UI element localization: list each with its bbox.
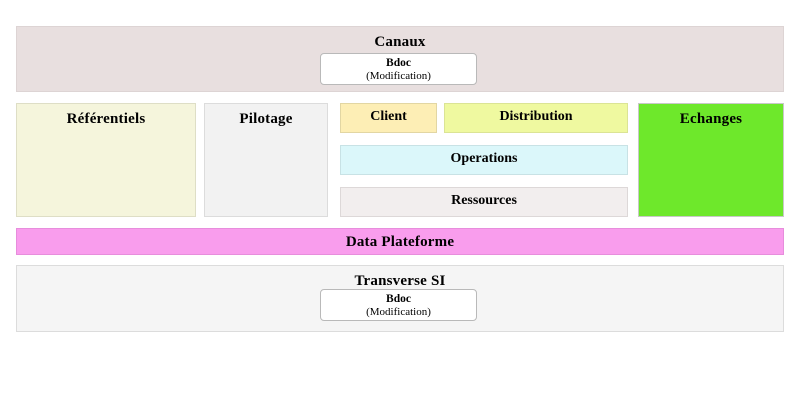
layer-referentiels-title: Référentiels — [66, 111, 146, 127]
center-column: Client Distribution Operations Ressource… — [340, 103, 628, 217]
transverse-si-bdoc-card[interactable]: Bdoc (Modification) — [320, 289, 477, 321]
layer-transverse-si-title: Transverse SI — [354, 273, 446, 289]
canaux-bdoc-subtitle: (Modification) — [366, 70, 431, 82]
transverse-si-bdoc-subtitle: (Modification) — [366, 306, 431, 318]
layer-canaux-title: Canaux — [374, 34, 426, 50]
layer-operations[interactable]: Operations — [340, 145, 628, 175]
layer-distribution-title: Distribution — [499, 109, 573, 124]
layer-echanges[interactable]: Echanges — [638, 103, 784, 217]
layer-pilotage[interactable]: Pilotage — [204, 103, 328, 217]
layer-referentiels[interactable]: Référentiels — [16, 103, 196, 217]
layer-distribution[interactable]: Distribution — [444, 103, 628, 133]
layer-echanges-title: Echanges — [679, 111, 743, 127]
layer-pilotage-title: Pilotage — [239, 111, 293, 127]
layer-ressources[interactable]: Ressources — [340, 187, 628, 217]
layer-client[interactable]: Client — [340, 103, 437, 133]
layer-data-plateforme-title: Data Plateforme — [345, 234, 455, 250]
canaux-bdoc-card[interactable]: Bdoc (Modification) — [320, 53, 477, 85]
layer-operations-title: Operations — [450, 151, 518, 166]
canaux-bdoc-title: Bdoc — [386, 57, 411, 69]
layer-ressources-title: Ressources — [451, 193, 517, 208]
layer-client-title: Client — [370, 109, 407, 124]
layer-data-plateforme[interactable]: Data Plateforme — [16, 228, 784, 255]
transverse-si-bdoc-title: Bdoc — [386, 293, 411, 305]
